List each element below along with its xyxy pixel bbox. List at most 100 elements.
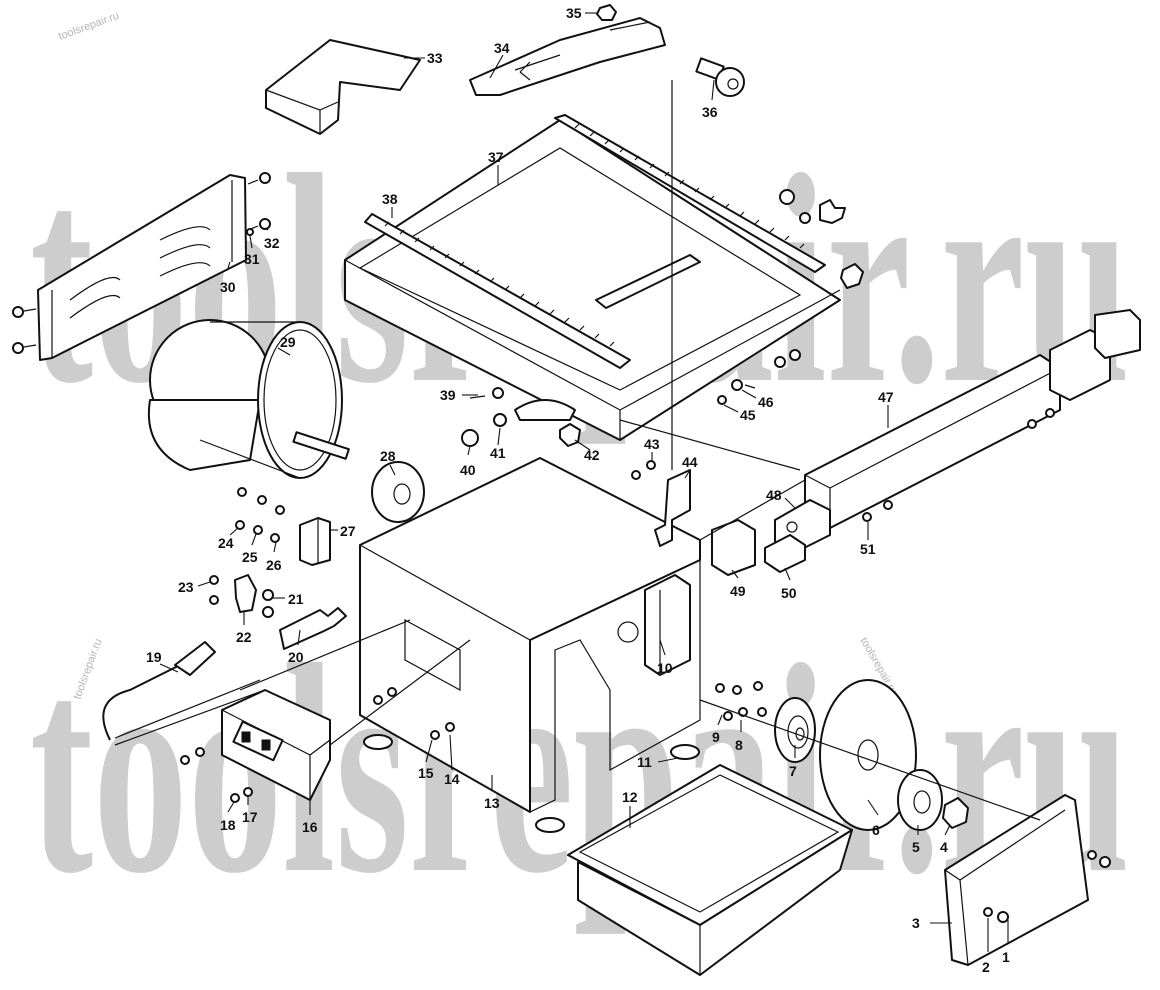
callout-label: 44: [682, 454, 698, 470]
part-power-cord: [102, 641, 266, 746]
callout-22: 22: [236, 612, 252, 645]
callout-38: 38: [382, 191, 398, 218]
callout-label: 17: [242, 809, 258, 825]
part-end-bracket: [1049, 309, 1141, 401]
callout-label: 28: [380, 448, 396, 464]
callout-49: 49: [730, 569, 746, 599]
callout-14: 14: [444, 734, 460, 787]
watermark-small-text: toolsrepair.ru: [57, 10, 121, 43]
part-cutting-disc: [819, 679, 917, 831]
part-base-housing: [359, 457, 701, 813]
part-outer-flange: [897, 769, 943, 831]
screw-group-right: [631, 349, 1055, 522]
callout-20: 20: [288, 629, 304, 665]
callout-label: 30: [220, 279, 236, 295]
screw-group-upper: [12, 172, 271, 354]
callout-label: 4: [940, 839, 948, 855]
callout-label: 22: [236, 629, 252, 645]
callout-10: 10: [657, 639, 673, 676]
screw-group-guard: [983, 850, 1111, 923]
callout-28: 28: [380, 448, 396, 476]
callout-44: 44: [682, 454, 698, 479]
callout-label: 32: [264, 235, 280, 251]
part-fence-block: [265, 39, 421, 135]
callout-39: 39: [440, 387, 478, 403]
callout-36: 36: [702, 79, 718, 120]
callout-label: 12: [622, 789, 638, 805]
callout-label: 13: [484, 795, 500, 811]
callout-15: 15: [418, 739, 434, 781]
callout-label: 27: [340, 523, 356, 539]
callout-label: 46: [758, 394, 774, 410]
callout-7: 7: [789, 745, 797, 779]
callout-label: 15: [418, 765, 434, 781]
callout-label: 5: [912, 839, 920, 855]
callout-6: 6: [867, 799, 880, 838]
part-side-panel: [37, 174, 247, 361]
callout-label: 51: [860, 541, 876, 557]
callout-label: 38: [382, 191, 398, 207]
callout-46: 46: [741, 389, 774, 410]
callout-label: 21: [288, 591, 304, 607]
callout-29: 29: [277, 334, 296, 356]
callout-label: 11: [637, 754, 652, 770]
callout-47: 47: [878, 389, 894, 428]
callout-label: 33: [427, 50, 443, 66]
callout-35: 35: [566, 5, 597, 21]
callout-48: 48: [766, 487, 796, 509]
callout-label: 7: [789, 763, 797, 779]
callout-label: 40: [460, 462, 476, 478]
callout-50: 50: [781, 567, 797, 601]
callout-42: 42: [574, 439, 600, 463]
part-tray: [567, 764, 853, 976]
callout-label: 48: [766, 487, 782, 503]
part-knob: [695, 57, 745, 97]
callout-2: 2: [982, 918, 990, 975]
callout-30: 30: [220, 261, 236, 295]
part-angle-bracket: [299, 517, 331, 566]
part-table: [344, 114, 841, 441]
part-clip: [654, 469, 691, 547]
part-switch-box: [221, 689, 331, 801]
callout-27: 27: [330, 523, 356, 539]
callout-19: 19: [146, 649, 179, 673]
callout-21: 21: [272, 591, 304, 607]
callout-label: 36: [702, 104, 718, 120]
callout-23: 23: [178, 579, 211, 595]
callout-label: 42: [584, 447, 600, 463]
screw-group-flange: [715, 681, 767, 721]
part-cable-clamp: [234, 574, 257, 613]
callout-label: 2: [982, 959, 990, 975]
callout-label: 25: [242, 549, 258, 565]
callout-label: 41: [490, 445, 506, 461]
callout-11: 11: [637, 754, 679, 770]
callout-9: 9: [712, 714, 723, 745]
part-motor: [147, 319, 350, 479]
callout-37: 37: [488, 149, 504, 185]
callout-label: 9: [712, 729, 720, 745]
callout-34: 34: [489, 40, 510, 79]
callout-32: 32: [264, 227, 280, 251]
part-cap: [711, 519, 756, 576]
callout-label: 14: [444, 771, 460, 787]
callout-label: 35: [566, 5, 582, 21]
part-hardware: [12, 172, 1111, 923]
callout-3: 3: [912, 915, 952, 931]
callout-label: 50: [781, 585, 797, 601]
callout-label: 45: [740, 407, 756, 423]
callout-label: 31: [244, 251, 260, 267]
callout-label: 6: [872, 822, 880, 838]
part-blade-guard: [944, 794, 1089, 966]
callout-label: 18: [220, 817, 236, 833]
callout-16: 16: [302, 800, 318, 835]
callout-label: 23: [178, 579, 194, 595]
callout-label: 8: [735, 737, 743, 753]
callout-label: 34: [494, 40, 510, 56]
callout-1: 1: [1002, 920, 1010, 965]
table-knobs: [461, 189, 864, 447]
part-nut: [596, 4, 617, 21]
part-fence-arm: [469, 17, 666, 96]
callout-label: 24: [218, 535, 234, 551]
part-rubber-feet: [363, 734, 700, 833]
